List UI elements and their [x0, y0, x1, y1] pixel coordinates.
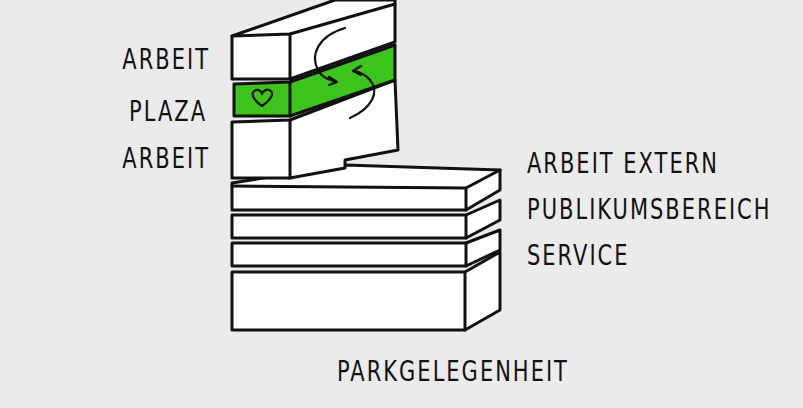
- exchange-arrows: [315, 28, 374, 118]
- heart-symbol: [253, 90, 272, 106]
- floor-label: SERVICE: [527, 242, 630, 270]
- floor-label: PLAZA: [129, 98, 207, 126]
- work-slab-upper: [232, 0, 395, 79]
- floor-label: ARBEIT: [122, 46, 210, 74]
- floor-label: PARKGELEGENHEIT: [337, 358, 569, 386]
- floor-label: PUBLIKUMSBEREICH: [527, 196, 772, 224]
- floor-label: ARBEIT EXTERN: [527, 150, 719, 178]
- floor-label: ARBEIT: [122, 145, 210, 173]
